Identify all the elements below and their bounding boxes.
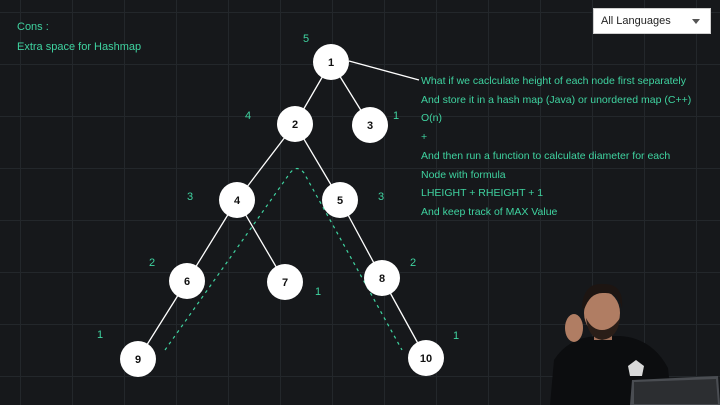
- node-value-label: 9: [135, 354, 141, 366]
- language-select-value: All Languages: [601, 15, 671, 27]
- node-height-label: 1: [315, 286, 321, 298]
- presenter-webcam: [550, 283, 720, 405]
- node-height-label: 1: [453, 330, 459, 342]
- note-line: Node with formula: [421, 168, 506, 181]
- tree-node-8: [364, 260, 400, 296]
- annotation-pointer-line: [348, 60, 420, 81]
- tree-node-9: [120, 341, 156, 377]
- node-height-label: 5: [303, 33, 309, 45]
- diameter-path-dashed: [164, 167, 403, 351]
- note-line: What if we caclculate height of each nod…: [421, 75, 686, 87]
- note-line: And keep track of MAX Value: [421, 205, 558, 218]
- note-line: And then run a function to calculate dia…: [421, 149, 671, 162]
- note-line: O(n): [421, 112, 442, 125]
- tree-node-7: [267, 264, 303, 300]
- note-line: And store it in a hash map (Java) or uno…: [421, 93, 692, 106]
- node-value-label: 2: [292, 119, 298, 131]
- note-line: +: [421, 131, 428, 144]
- tree-node-3: [352, 107, 388, 143]
- node-value-label: 8: [379, 273, 385, 285]
- tree-node-2: [277, 106, 313, 142]
- tree-node-6: [169, 263, 205, 299]
- tree-node-5: [322, 182, 358, 218]
- cons-block: Cons : Extra space for Hashmap: [17, 17, 141, 57]
- node-height-label: 2: [149, 257, 155, 269]
- node-value-label: 5: [337, 195, 343, 207]
- node-height-label: 3: [378, 191, 384, 203]
- tree-node-1: [313, 44, 349, 80]
- node-value-label: 10: [420, 353, 432, 365]
- node-height-label: 4: [245, 110, 251, 122]
- node-value-label: 6: [184, 276, 190, 288]
- node-value-label: 7: [282, 277, 288, 289]
- tree-node-4: [219, 182, 255, 218]
- node-height-label: 1: [97, 329, 103, 341]
- node-height-label: 3: [187, 191, 193, 203]
- node-height-label: 2: [410, 257, 416, 269]
- tree-node-10: [408, 340, 444, 376]
- cons-title: Cons :: [17, 21, 49, 33]
- cons-point: Extra space for Hashmap: [17, 41, 142, 53]
- node-value-label: 4: [234, 195, 241, 207]
- node-height-label: 1: [393, 110, 399, 122]
- node-value-label: 3: [367, 120, 373, 132]
- node-value-label: 1: [328, 57, 334, 69]
- chevron-down-icon: [692, 18, 700, 24]
- language-select[interactable]: All Languages: [593, 8, 711, 34]
- explanation-note: What if we caclculate height of each nod…: [421, 72, 691, 222]
- note-line: LHEIGHT + RHEIGHT + 1: [421, 187, 544, 200]
- tree-nodes: 1 5 2 4 3 1 4 3 5 3 6 2 7 1 8 2 9 1 10 1: [97, 33, 459, 377]
